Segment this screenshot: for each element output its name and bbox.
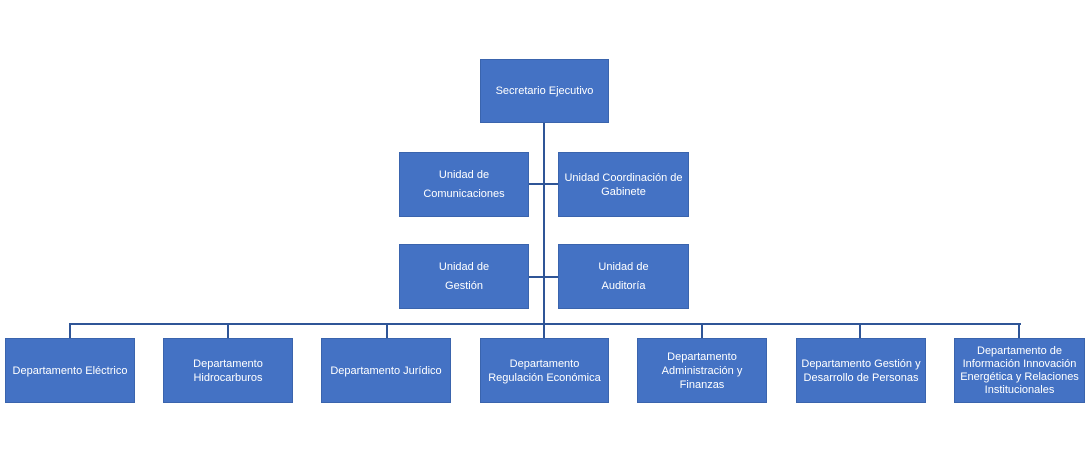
connector-gestion <box>529 276 543 278</box>
node-label-line: Unidad de <box>438 168 490 181</box>
node-label-line: Departamento de <box>977 344 1062 357</box>
node-label-line: Información Innovación <box>962 357 1077 370</box>
node-label-line: Gabinete <box>601 185 646 198</box>
node-label-line: Regulación Económica <box>488 371 601 384</box>
node-label-line: Departamento Eléctrico <box>12 364 128 377</box>
node-secretario-ejecutivo[interactable]: Secretario Ejecutivo <box>480 59 609 123</box>
node-unidad-gestion[interactable]: Unidad de Gestión <box>399 244 529 309</box>
node-label-line: Auditoría <box>601 279 646 292</box>
drop-line-5 <box>701 323 703 339</box>
node-label-line: Departamento <box>667 350 737 363</box>
node-label: Secretario Ejecutivo <box>495 85 594 97</box>
node-label-line: Desarrollo de Personas <box>803 371 919 384</box>
connector-comunicaciones <box>529 183 543 185</box>
node-departamento-electrico[interactable]: Departamento Eléctrico <box>5 338 135 403</box>
node-label-line: Departamento <box>509 357 580 370</box>
drop-line-6 <box>859 323 861 339</box>
connector-gabinete <box>545 183 559 185</box>
node-label-line: Comunicaciones <box>423 187 505 200</box>
node-label-line: Unidad Coordinación de <box>564 171 683 184</box>
node-departamento-gestion-personas[interactable]: Departamento Gestión y Desarrollo de Per… <box>796 338 926 403</box>
node-departamento-juridico[interactable]: Departamento Jurídico <box>321 338 451 403</box>
drop-line-7 <box>1018 323 1020 339</box>
node-departamento-hidrocarburos[interactable]: Departamento Hidrocarburos <box>163 338 293 403</box>
node-unidad-auditoria[interactable]: Unidad de Auditoría <box>558 244 689 309</box>
node-label-line: Gestión <box>445 279 483 292</box>
node-label-line: Unidad de <box>438 260 490 273</box>
node-label-line: Finanzas <box>679 378 725 391</box>
node-label-line: Departamento Gestión y <box>801 357 921 370</box>
drop-line-3 <box>386 323 388 339</box>
node-departamento-informacion-innovacion[interactable]: Departamento de Información Innovación E… <box>954 338 1085 403</box>
connector-auditoria <box>545 276 559 278</box>
node-label-line: Departamento Jurídico <box>330 364 442 377</box>
node-departamento-administracion-finanzas[interactable]: Departamento Administración y Finanzas <box>637 338 767 403</box>
departments-bus-line <box>69 323 1021 325</box>
node-unidad-comunicaciones[interactable]: Unidad de Comunicaciones <box>399 152 529 217</box>
node-label-line: Departamento <box>193 357 263 370</box>
node-label-line: Institucionales <box>984 383 1055 396</box>
drop-line-2 <box>227 323 229 339</box>
node-label-line: Administración y <box>661 364 743 377</box>
node-unidad-gabinete[interactable]: Unidad Coordinación de Gabinete <box>558 152 689 217</box>
drop-line-4 <box>543 323 545 339</box>
node-label-line: Hidrocarburos <box>193 371 263 384</box>
node-label-line: Energética y Relaciones <box>960 370 1079 383</box>
drop-line-1 <box>69 323 71 339</box>
trunk-line <box>543 122 545 325</box>
node-departamento-regulacion-economica[interactable]: Departamento Regulación Económica <box>480 338 609 403</box>
node-label-line: Unidad de <box>598 260 649 273</box>
